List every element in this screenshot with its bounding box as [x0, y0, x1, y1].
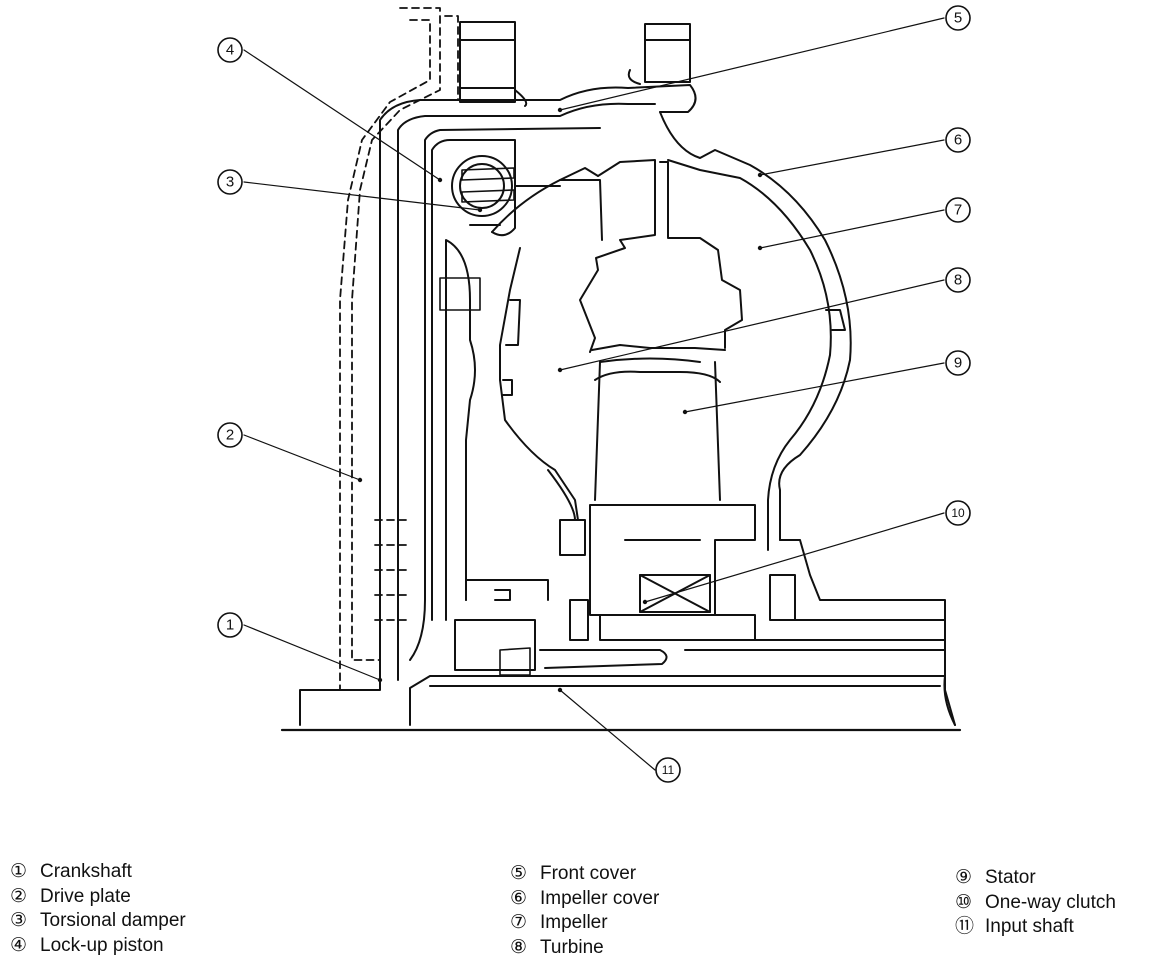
legend-number: ⑦ [510, 912, 528, 933]
callout-10: 10 [945, 500, 971, 526]
svg-text:1: 1 [226, 617, 234, 634]
input-shaft [280, 659, 962, 732]
callout-4: 4 [217, 37, 243, 63]
legend-label: Input shaft [985, 916, 1074, 937]
callout-3: 3 [217, 169, 243, 195]
turbine [491, 159, 656, 521]
svg-text:11: 11 [662, 763, 675, 777]
impeller [659, 161, 743, 349]
callout-11: 11 [655, 757, 681, 783]
legend-label: Crankshaft [40, 861, 132, 882]
legend-label: Lock-up piston [40, 934, 164, 956]
legend-item-impeller: ⑦ Impeller [510, 911, 659, 936]
svg-text:8: 8 [954, 272, 962, 289]
legend-item-impeller-cover: ⑥ Impeller cover [510, 887, 659, 912]
legend-number: ⑥ [510, 887, 528, 909]
legend-number: ⑨ [955, 867, 973, 888]
legend-number: ③ [10, 910, 28, 931]
legend-item-turbine: ⑧ Turbine [510, 936, 659, 961]
callout-5: 5 [945, 5, 971, 31]
svg-text:7: 7 [954, 202, 962, 219]
one-way-clutch [599, 574, 756, 641]
stator [559, 344, 756, 616]
legend-number: ② [10, 885, 28, 907]
callout-2: 2 [217, 422, 243, 448]
legend-number: ④ [10, 934, 28, 956]
torsional-damper [451, 155, 561, 226]
front-cover [379, 21, 697, 681]
legend-item-front-cover: ⑤ Front cover [510, 862, 659, 887]
svg-text:3: 3 [226, 174, 234, 191]
leader-dots [357, 107, 763, 693]
legend-column-1: ① Crankshaft ② Drive plate ③ Torsional damp… [10, 860, 186, 958]
legend-number: ⑩ [955, 891, 973, 913]
legend-item-input-shaft: ⑪ Input shaft [955, 915, 1116, 940]
legend-label: Turbine [540, 936, 604, 958]
svg-text:10: 10 [951, 506, 965, 520]
legend-label: Impeller cover [540, 887, 660, 909]
legend-item-torsional-damper: ③ Torsional damper [10, 909, 186, 934]
legend-label: One-way clutch [985, 891, 1116, 913]
impeller-cover [659, 111, 852, 551]
legend-number: ⑤ [510, 863, 528, 884]
legend-label: Stator [985, 867, 1036, 888]
drive-plate [339, 7, 459, 691]
svg-text:2: 2 [226, 427, 234, 444]
legend-number: ① [10, 861, 28, 882]
legend-number: ⑪ [955, 916, 975, 937]
svg-text:5: 5 [954, 10, 962, 27]
legend-column-2: ⑤ Front cover ⑥ Impeller cover ⑦ Impeller ⑧… [510, 862, 659, 960]
legend-item-crankshaft: ① Crankshaft [10, 860, 186, 885]
legend-number: ⑧ [510, 936, 528, 958]
legend-item-stator: ⑨ Stator [955, 866, 1116, 891]
legend-label: Torsional damper [40, 910, 186, 931]
legend-item-one-way-clutch: ⑩ One-way clutch [955, 891, 1116, 916]
legend-label: Drive plate [40, 885, 131, 907]
svg-text:6: 6 [954, 132, 962, 149]
legend-label: Front cover [540, 863, 637, 884]
legend-item-drive-plate: ② Drive plate [10, 885, 186, 910]
svg-text:9: 9 [954, 355, 962, 372]
callout-6: 6 [945, 127, 971, 153]
legend-label: Impeller [540, 912, 608, 933]
legend-item-lock-up-piston: ④ Lock-up piston [10, 934, 186, 959]
callout-8: 8 [945, 267, 971, 293]
hub-assembly [454, 539, 956, 726]
svg-text:4: 4 [226, 42, 234, 59]
callout-9: 9 [945, 350, 971, 376]
callout-7: 7 [945, 197, 971, 223]
legend-column-3: ⑨ Stator ⑩ One-way clutch ⑪ Input shaft [955, 866, 1116, 940]
lock-up-piston [431, 139, 516, 621]
torque-converter-diagram: 1 2 3 4 5 6 7 8 [217, 5, 971, 783]
leader-lines [243, 17, 945, 771]
callout-1: 1 [217, 612, 243, 638]
